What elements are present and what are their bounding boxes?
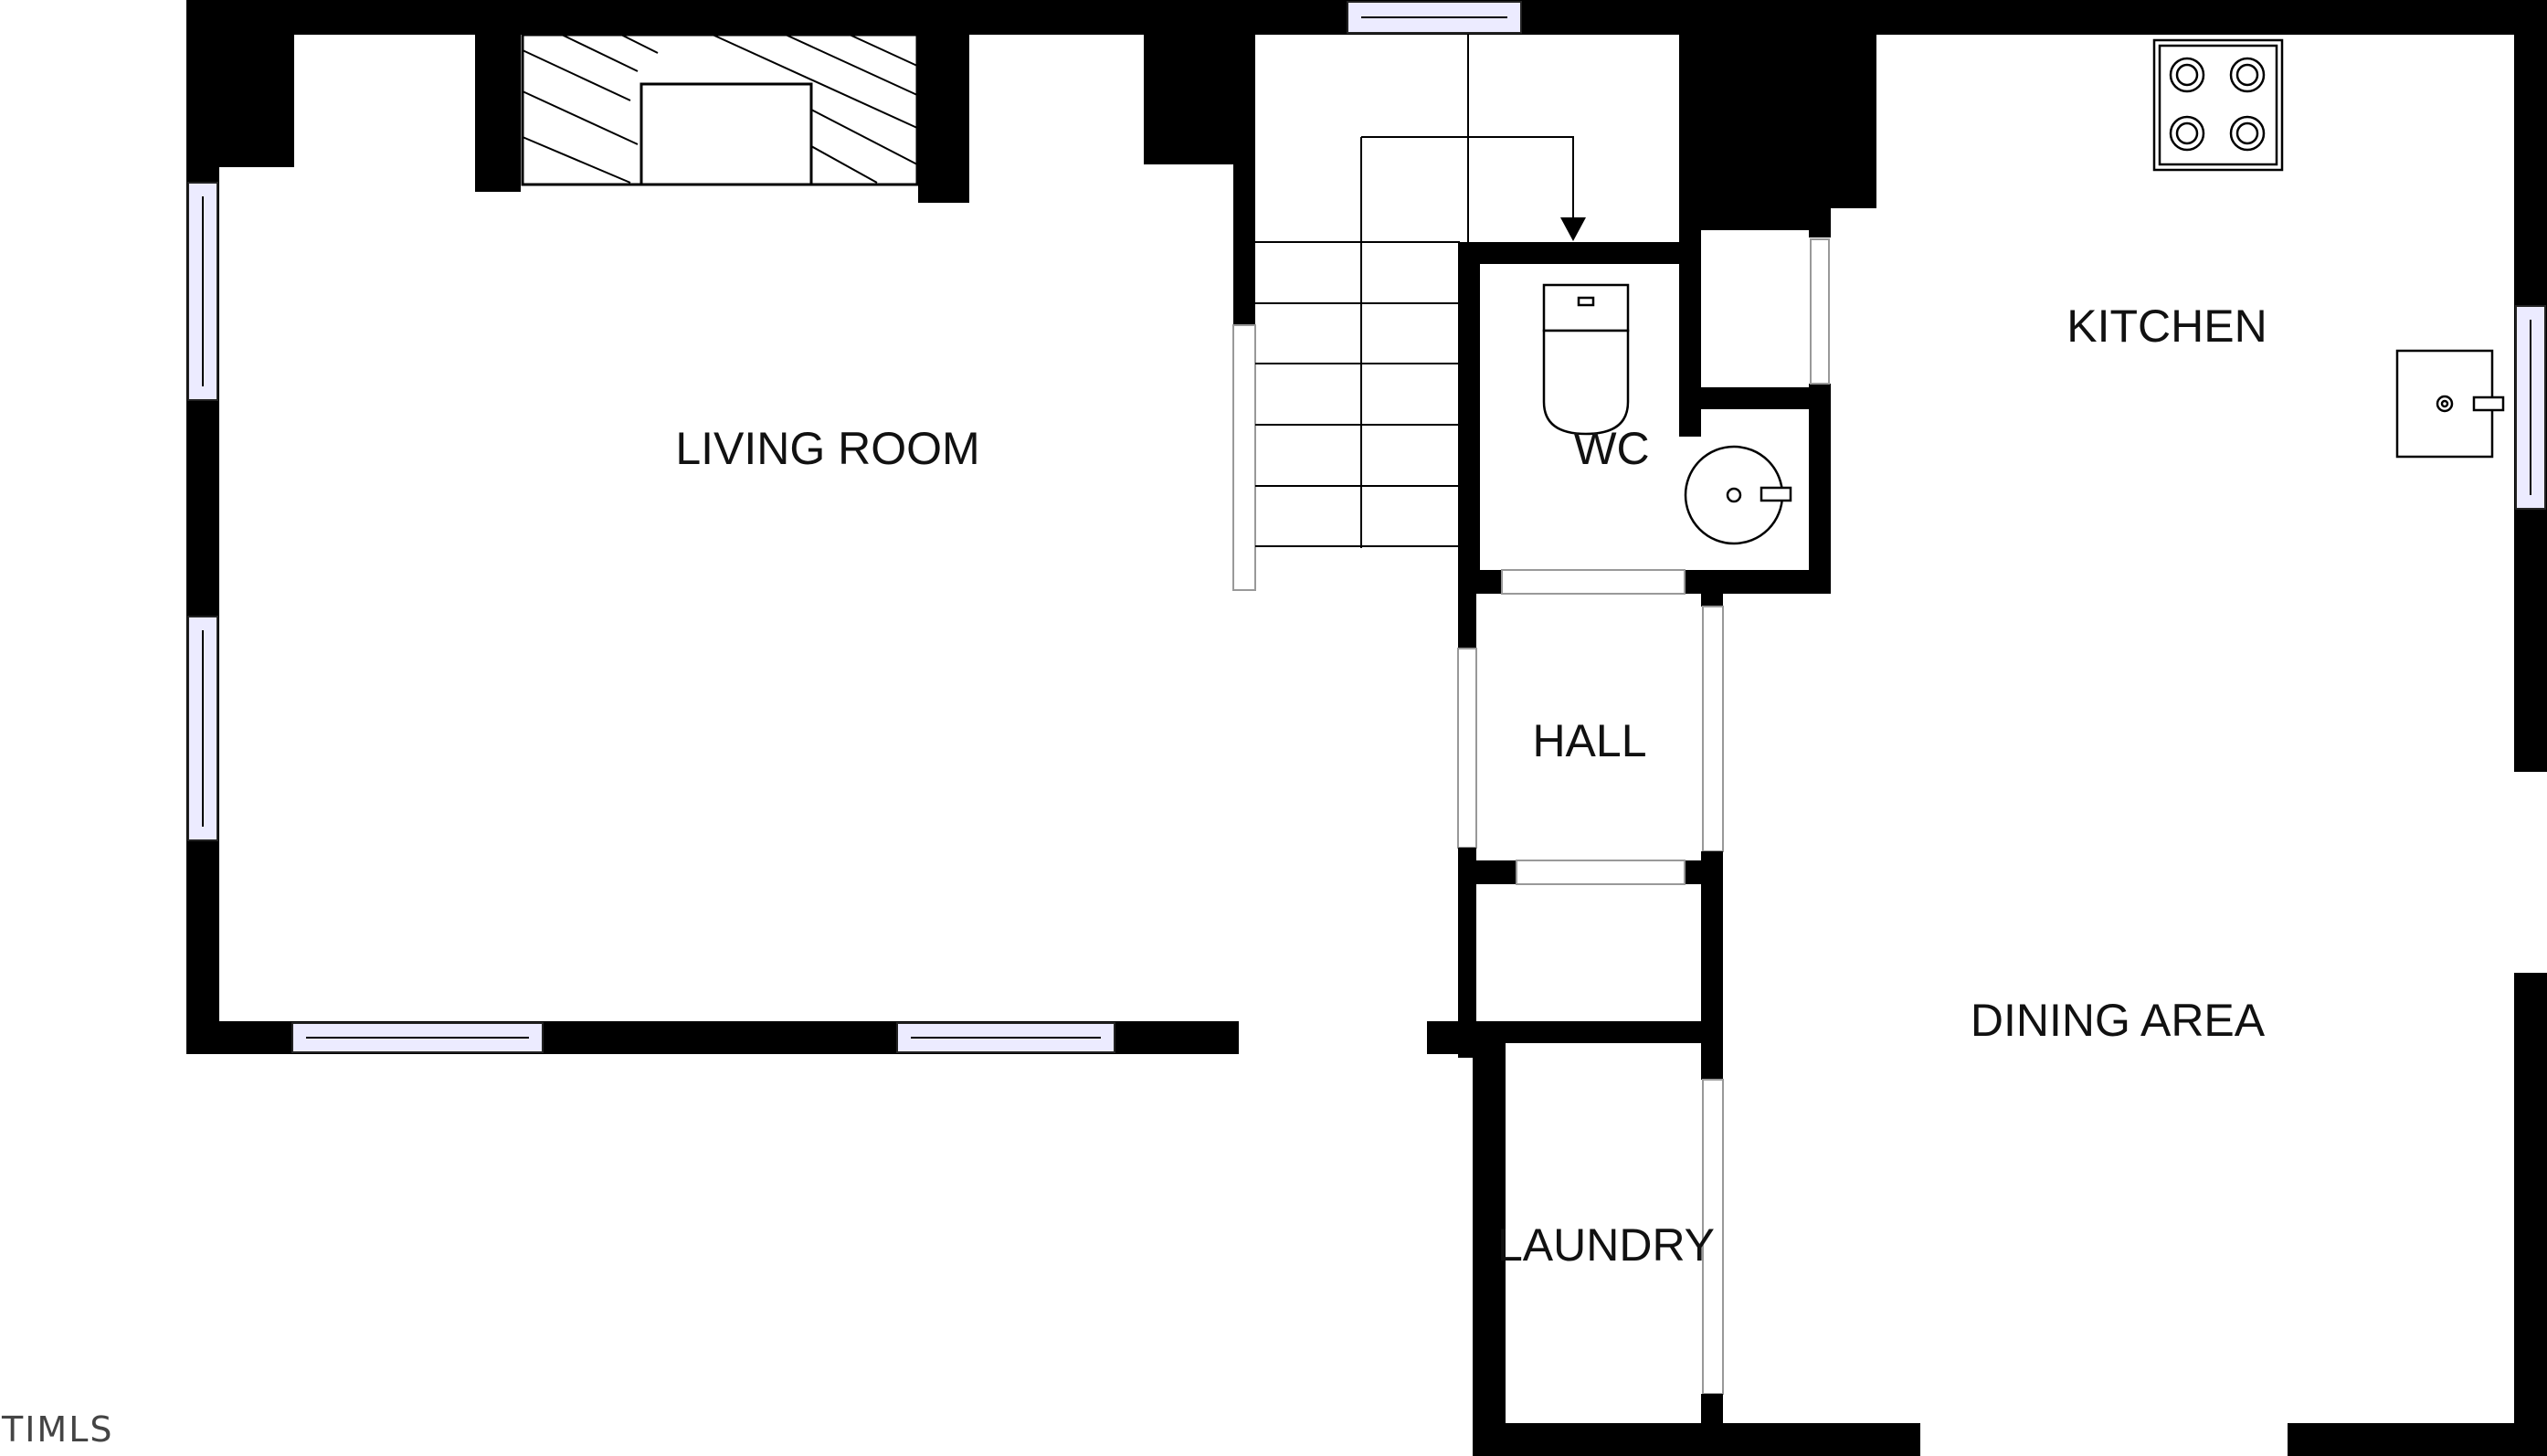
- windows: [187, 1, 2546, 1053]
- hall-walls: [1457, 594, 1724, 1080]
- wc-walls: [1458, 35, 1876, 595]
- wc-sink-icon: [1684, 445, 1792, 545]
- room-label-laundry: LAUNDRY: [1497, 1219, 1715, 1271]
- room-label-hall: HALL: [1532, 715, 1646, 766]
- exterior-walls: [186, 0, 2547, 1456]
- room-label-wc: WC: [1573, 423, 1649, 474]
- kitchen-sink-icon: [2395, 349, 2505, 459]
- laundry-walls: [1473, 1021, 1724, 1456]
- room-label-dining-area: DINING AREA: [1971, 995, 2266, 1046]
- toilet-icon: [1542, 283, 1630, 436]
- room-label-kitchen: KITCHEN: [2066, 301, 2267, 352]
- fireplace: [219, 0, 1233, 203]
- staircase: [1232, 35, 1586, 591]
- cooktop-icon: [2152, 38, 2284, 172]
- watermark-mark: TIMLS: [1, 1409, 114, 1450]
- room-label-living-room: LIVING ROOM: [675, 423, 979, 474]
